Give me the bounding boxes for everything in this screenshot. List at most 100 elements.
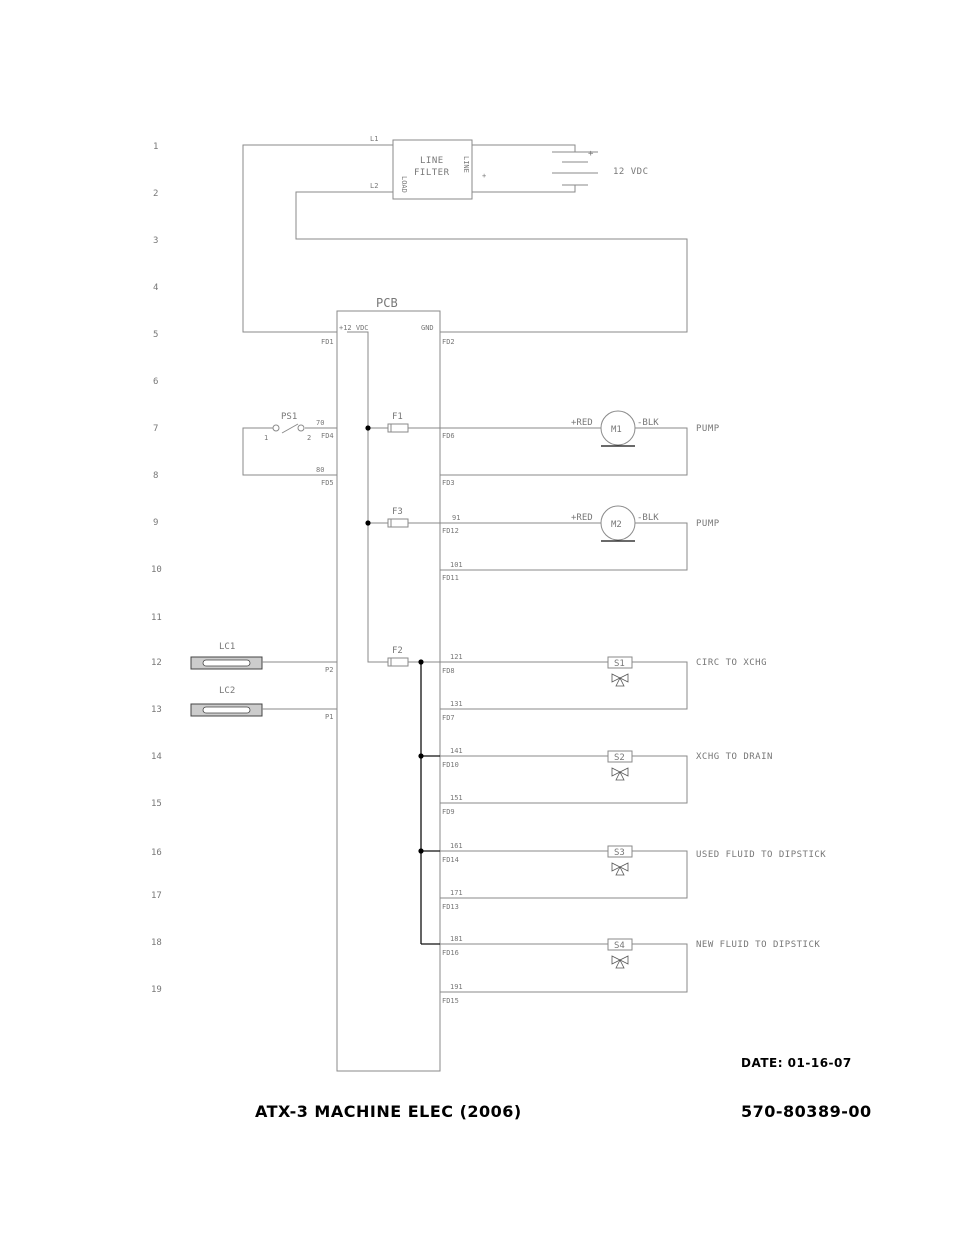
solenoid-s3: S3 USED FLUID TO DIPSTICK 161 FD14 171 F…	[440, 842, 826, 911]
s4-wire-in: 181	[450, 935, 463, 943]
rung-number: 1	[153, 142, 158, 152]
solenoid-s4: S4 NEW FLUID TO DIPSTICK 181 FD16 191 FD…	[440, 935, 820, 1005]
rung-number: 3	[153, 236, 158, 246]
s1-conn-in: FD8	[442, 667, 455, 675]
pcb-title: PCB	[376, 296, 398, 310]
lc1-pin: P2	[325, 666, 333, 674]
m2-wire-out: 101	[450, 561, 463, 569]
fuse-f1-label: F1	[392, 412, 403, 422]
rung-number: 11	[151, 613, 162, 623]
rung-numbers: 1 2 3 4 5 6 7 8 9 10 11 12 13 14 15 16 1…	[151, 142, 162, 995]
m2-wire-in: 91	[452, 514, 460, 522]
s1-wire-in: 121	[450, 653, 463, 661]
pcb-fd2: FD2	[442, 338, 455, 346]
s3-conn-in: FD14	[442, 856, 459, 864]
ps1-wire-bottom: 80	[316, 466, 324, 474]
line-filter-l2: L2	[370, 182, 378, 190]
wire-l1-to-fd1	[242, 144, 393, 333]
m1-pos: +RED	[571, 418, 593, 428]
s3-wire-in: 161	[450, 842, 463, 850]
line-filter: LINE FILTER LOAD LINE + L1 L2	[370, 135, 486, 200]
ps1-conn-bottom: FD5	[321, 479, 334, 487]
fuse-f3-label: F3	[392, 507, 403, 517]
lc2-label: LC2	[219, 686, 235, 696]
line-filter-box	[392, 139, 473, 200]
s3-desc: USED FLUID TO DIPSTICK	[696, 850, 826, 860]
ps1-label: PS1	[281, 412, 297, 422]
m2-pos: +RED	[571, 513, 593, 523]
pcb: PCB +12 VDC GND FD1 FD2	[321, 296, 455, 1072]
solenoid-s1: S1 CIRC TO XCHG 121 FD8 131 FD7	[440, 653, 767, 722]
lc2-pin: P1	[325, 713, 333, 721]
level-control-lc1: LC1 P2	[190, 642, 337, 674]
pcb-gnd-label: GND	[421, 324, 434, 332]
fuse-f3: F3	[387, 507, 409, 528]
ps1-pin2: 2	[307, 434, 311, 442]
internal-bus	[347, 331, 440, 663]
level-control-lc2: LC2 P1	[190, 686, 337, 721]
drawing-title: ATX-3 MACHINE ELEC (2006)	[255, 1102, 522, 1121]
s3-wire-out: 171	[450, 889, 463, 897]
pcb-plus-label: +12 VDC	[339, 324, 369, 332]
m2-conn-out: FD11	[442, 574, 459, 582]
rung-number: 8	[153, 471, 158, 481]
m1-conn-out: FD3	[442, 479, 455, 487]
line-filter-line-label: LINE	[462, 156, 470, 173]
line-filter-name-1: LINE	[420, 156, 444, 166]
m1-neg: -BLK	[637, 418, 659, 428]
s2-conn-in: FD10	[442, 761, 459, 769]
s1-label: S1	[614, 659, 625, 669]
wire-l2-to-fd2	[295, 191, 688, 333]
power-wiring	[242, 144, 688, 333]
drawing-date: DATE: 01-16-07	[741, 1056, 852, 1070]
s4-conn-out: FD15	[442, 997, 459, 1005]
rung-number: 18	[151, 938, 162, 948]
m2-label: M2	[611, 520, 622, 530]
rung-number: 6	[153, 377, 158, 387]
rung-number: 5	[153, 330, 158, 340]
rung-number: 13	[151, 705, 162, 715]
m2-conn-in: FD12	[442, 527, 459, 535]
rung-number: 7	[153, 424, 158, 434]
s4-desc: NEW FLUID TO DIPSTICK	[696, 940, 820, 950]
battery: + 12 VDC	[552, 149, 648, 186]
rung-number: 2	[153, 189, 158, 199]
battery-plus: +	[588, 149, 594, 159]
rung-number: 12	[151, 658, 162, 668]
pcb-fd1: FD1	[321, 338, 334, 346]
s1-conn-out: FD7	[442, 714, 455, 722]
m1-desc: PUMP	[696, 424, 720, 434]
pressure-switch: PS1 1 2 70 FD4 80 FD5	[242, 412, 337, 487]
solenoid-s2: S2 XCHG TO DRAIN 141 FD10 151 FD9	[440, 747, 772, 816]
solenoid-bus	[418, 659, 440, 945]
junction-dot	[365, 425, 371, 431]
s2-conn-out: FD9	[442, 808, 455, 816]
ps1-wire-top: 70	[316, 419, 324, 427]
ps1-pin1: 1	[264, 434, 268, 442]
s4-wire-out: 191	[450, 983, 463, 991]
lc1-label: LC1	[219, 642, 235, 652]
s3-label: S3	[614, 848, 625, 858]
rung-number: 10	[151, 565, 162, 575]
ps1-conn-top: FD4	[321, 432, 334, 440]
s2-wire-out: 151	[450, 794, 463, 802]
fuse-f2-label: F2	[392, 646, 403, 656]
line-filter-name-2: FILTER	[414, 168, 450, 178]
s4-label: S4	[614, 941, 625, 951]
m2-desc: PUMP	[696, 519, 720, 529]
plus-bus	[347, 331, 388, 663]
rung-number: 17	[151, 891, 162, 901]
line-filter-plus: +	[482, 172, 486, 180]
s1-wire-out: 131	[450, 700, 463, 708]
junction-dot	[365, 520, 371, 526]
rung-number: 14	[151, 752, 162, 762]
motor-m2: M2 +RED -BLK PUMP 91 FD12 101 FD11	[440, 505, 720, 582]
wire-line-minus	[472, 185, 576, 193]
line-filter-l1: L1	[370, 135, 378, 143]
s1-desc: CIRC TO XCHG	[696, 658, 767, 668]
s4-conn-in: FD16	[442, 949, 459, 957]
motor-m1: M1 +RED -BLK PUMP FD6 FD3	[440, 410, 720, 487]
m2-neg: -BLK	[637, 513, 659, 523]
line-filter-load-label: LOAD	[400, 176, 408, 193]
rung-number: 16	[151, 848, 162, 858]
